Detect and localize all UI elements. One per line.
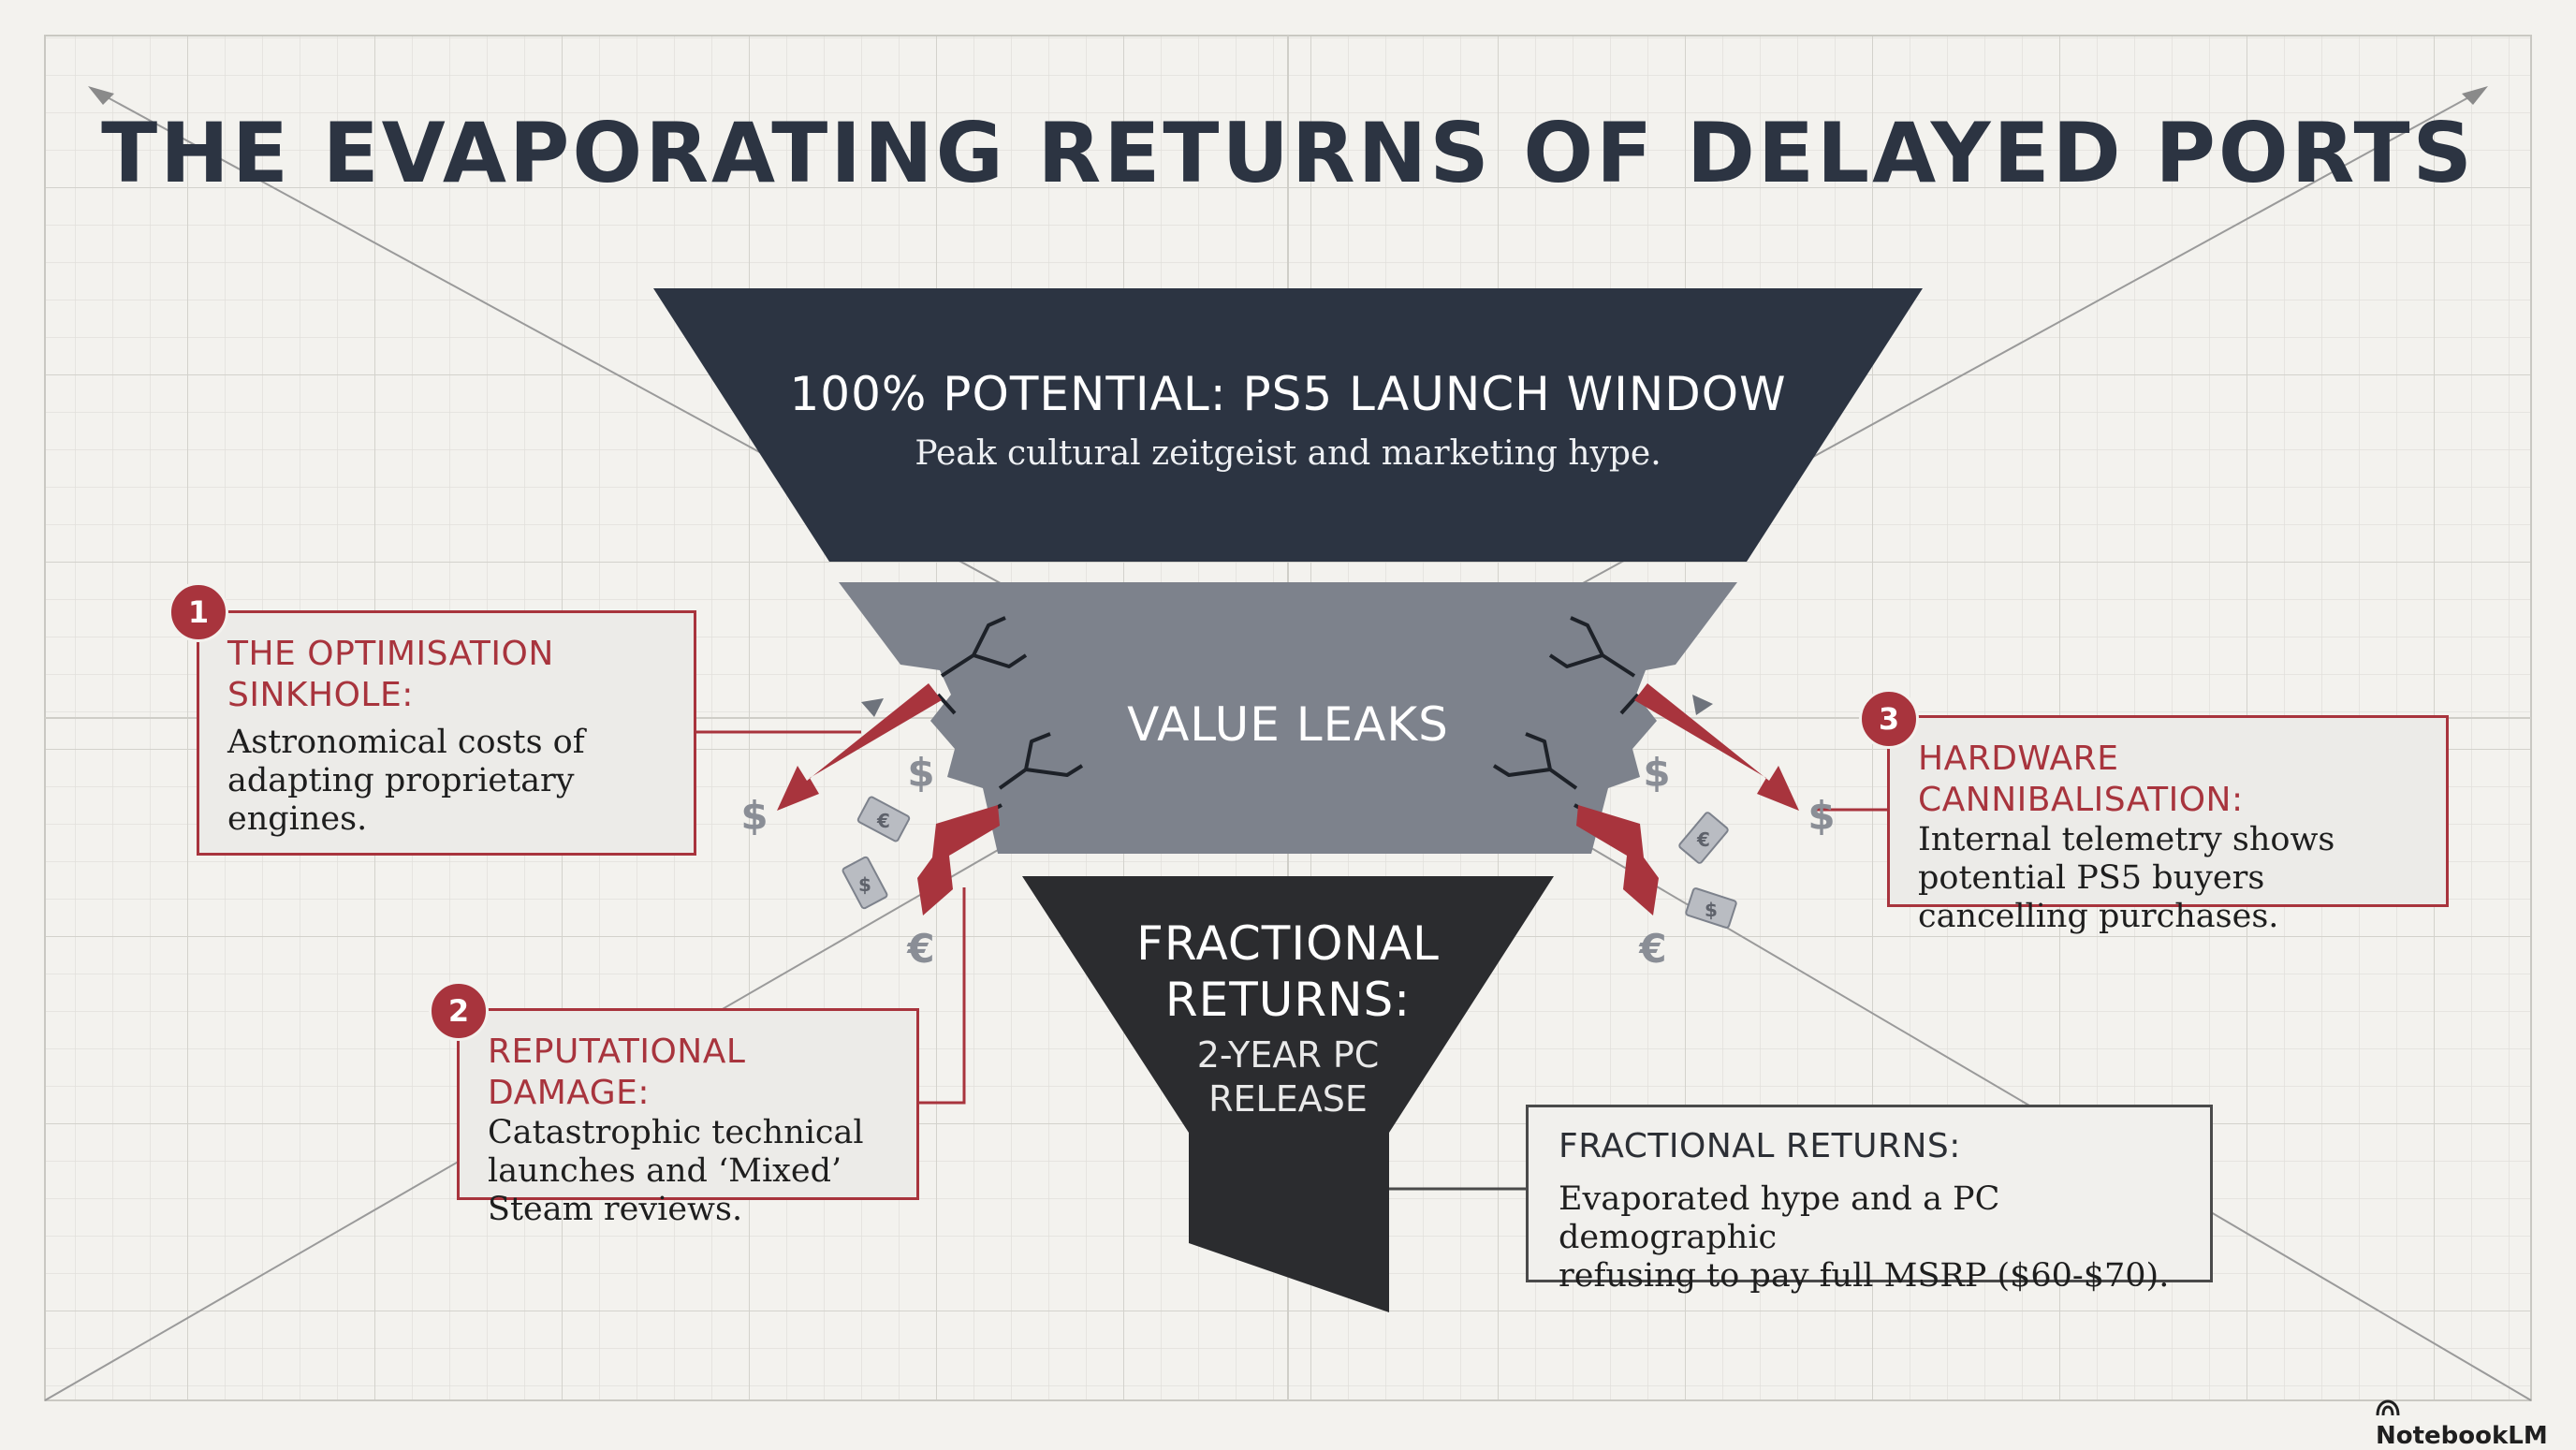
callout-body-line: adapting proprietary bbox=[227, 762, 575, 799]
funnel-middle-heading: VALUE LEAKS bbox=[1127, 697, 1449, 752]
callout-heading: REPUTATIONAL DAMAGE: bbox=[488, 1033, 746, 1112]
falling-shards bbox=[861, 695, 1713, 717]
bill-dollar-mark: $ bbox=[858, 873, 871, 896]
callout-body: Catastrophic technical launches and ‘Mix… bbox=[488, 1114, 888, 1229]
funnel-top-subtitle: Peak cultural zeitgeist and marketing hy… bbox=[915, 434, 1661, 473]
bill-euro-mark: € bbox=[876, 810, 890, 832]
callout-number-badge: 3 bbox=[1859, 689, 1919, 749]
bill-euro-right bbox=[1678, 812, 1729, 864]
funnel-bottom-heading: FRACTIONAL RETURNS: bbox=[1058, 915, 1518, 1028]
leak-arrow-right-lower bbox=[1576, 805, 1659, 915]
funnel-bottom-section bbox=[1022, 876, 1554, 1312]
euro-symbol: € bbox=[906, 926, 934, 972]
page-title: THE EVAPORATING RETURNS OF DELAYED PORTS bbox=[101, 105, 2475, 201]
callout-heading: THE OPTIMISATION SINKHOLE: bbox=[227, 634, 666, 716]
funnel-top-heading: 100% POTENTIAL: PS5 LAUNCH WINDOW bbox=[789, 367, 1787, 421]
dollar-symbol: $ bbox=[907, 750, 934, 796]
funnel-top-section bbox=[653, 288, 1923, 562]
callout-heading: HARDWARE CANNIBALISATION: bbox=[1918, 740, 2244, 819]
funnel-bottom-subtitle-line: 2-YEAR PC bbox=[1196, 1034, 1380, 1076]
callout-body: Astronomical costs of adapting proprieta… bbox=[227, 724, 666, 839]
callout-optimisation-sinkhole: THE OPTIMISATION SINKHOLE: Astronomical … bbox=[197, 610, 696, 856]
callout-reputational-damage: REPUTATIONAL DAMAGE: Catastrophic techni… bbox=[457, 1008, 919, 1228]
callout-body-line: potential PS5 buyers bbox=[1918, 859, 2265, 897]
connector-lines bbox=[696, 730, 1887, 1105]
callout-hardware-cannibalisation: HARDWARE CANNIBALISATION: Internal telem… bbox=[1887, 715, 2449, 935]
brand-name: NotebookLM bbox=[2376, 1422, 2548, 1450]
callout-body-line: launches and ‘Mixed’ bbox=[488, 1152, 842, 1190]
funnel-bottom-subtitle-line: RELEASE bbox=[1208, 1078, 1368, 1120]
summary-body: Evaporated hype and a PC demographic ref… bbox=[1559, 1180, 2180, 1296]
callout-body-line: Astronomical costs of bbox=[227, 724, 585, 761]
currency-symbols: $ $ € $ $ € € € $ $ bbox=[740, 750, 1835, 972]
callout-heading-line: THE OPTIMISATION bbox=[227, 635, 554, 673]
callout-body-line: Steam reviews. bbox=[488, 1191, 743, 1228]
callout-number-badge: 2 bbox=[429, 981, 489, 1041]
summary-body-line: refusing to pay full MSRP ($60-$70). bbox=[1559, 1257, 2170, 1295]
bill-dollar-mark: $ bbox=[1705, 899, 1718, 921]
crack-lines bbox=[936, 616, 1640, 818]
summary-heading: FRACTIONAL RETURNS: bbox=[1559, 1127, 1961, 1165]
corner-arrow-top-right bbox=[2462, 86, 2488, 105]
summary-fractional-returns: FRACTIONAL RETURNS: Evaporated hype and … bbox=[1526, 1105, 2213, 1295]
bill-dollar-right bbox=[1685, 887, 1737, 929]
leak-arrow-right-upper bbox=[1634, 683, 1799, 811]
notebooklm-logo-icon bbox=[2376, 1399, 2400, 1416]
brand-watermark: NotebookLM bbox=[2376, 1394, 2576, 1450]
falling-bills bbox=[842, 796, 1737, 929]
dollar-symbol: $ bbox=[740, 793, 768, 839]
callout-body-line: cancelling purchases. bbox=[1918, 898, 2279, 935]
dollar-symbol: $ bbox=[1643, 750, 1670, 796]
dollar-symbol: $ bbox=[1808, 793, 1835, 839]
bill-euro-mark: € bbox=[1696, 828, 1710, 851]
bill-euro-left bbox=[856, 796, 911, 842]
funnel-bottom-heading-line: RETURNS: bbox=[1164, 973, 1412, 1027]
leak-arrow-left-upper bbox=[777, 683, 942, 811]
funnel-bottom-subtitle: 2-YEAR PC RELEASE bbox=[1058, 1033, 1518, 1121]
bill-dollar-left bbox=[842, 856, 888, 910]
leak-arrows bbox=[777, 683, 1799, 915]
funnel-bottom-heading-line: FRACTIONAL bbox=[1136, 916, 1440, 971]
euro-symbol: € bbox=[1638, 926, 1666, 972]
summary-body-line: Evaporated hype and a PC demographic bbox=[1559, 1180, 2000, 1256]
funnel-middle-section bbox=[839, 582, 1737, 854]
leak-arrow-left-lower bbox=[917, 805, 1000, 915]
callout-body: Internal telemetry shows potential PS5 b… bbox=[1918, 821, 2418, 936]
callout-body-line: engines. bbox=[227, 800, 368, 838]
callout-body-line: Catastrophic technical bbox=[488, 1114, 864, 1151]
callout-heading-line: SINKHOLE: bbox=[227, 676, 414, 714]
callout-number-badge: 1 bbox=[168, 582, 228, 642]
callout-body-line: Internal telemetry shows bbox=[1918, 821, 2335, 858]
corner-arrow-top-left bbox=[88, 86, 114, 105]
